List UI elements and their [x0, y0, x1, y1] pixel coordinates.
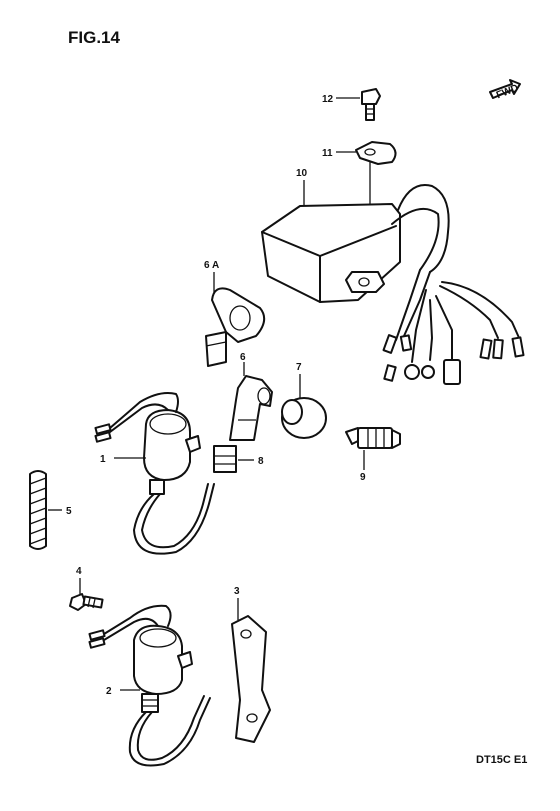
part-11-clamp	[355, 141, 397, 165]
callout-1: 1	[100, 454, 106, 465]
callout-8: 8	[258, 456, 264, 467]
callout-10: 10	[296, 168, 308, 179]
part-12-bolt	[361, 88, 381, 121]
callout-11: 11	[322, 148, 333, 159]
part-3-bracket	[231, 615, 271, 743]
part-6-plug-cap	[229, 375, 273, 441]
part-6a-plug-cap	[205, 287, 266, 367]
figure-title: FIG.14	[68, 28, 121, 47]
part-5-tube	[29, 470, 47, 550]
part-4-screw	[69, 593, 104, 611]
part-10-cdi-unit	[261, 184, 525, 385]
drawing-code: DT15C E1	[476, 754, 527, 766]
forward-arrow-icon: FWD	[489, 79, 521, 102]
callout-12: 12	[322, 94, 334, 105]
callout-5: 5	[66, 506, 72, 517]
part-1-ignition-coil	[94, 392, 215, 555]
part-9-spark-plug	[345, 427, 401, 449]
part-7-cap	[281, 397, 327, 439]
part-8-boot	[213, 445, 237, 473]
callout-2: 2	[106, 686, 112, 697]
callout-6a: 6 A	[204, 260, 219, 271]
callout-4: 4	[76, 566, 82, 577]
callout-9: 9	[360, 472, 366, 483]
callout-3: 3	[234, 586, 240, 597]
forward-arrow-label: FWD	[495, 83, 520, 102]
callout-7: 7	[296, 362, 302, 373]
part-2-ignition-coil	[88, 604, 211, 767]
callout-6: 6	[240, 352, 246, 363]
